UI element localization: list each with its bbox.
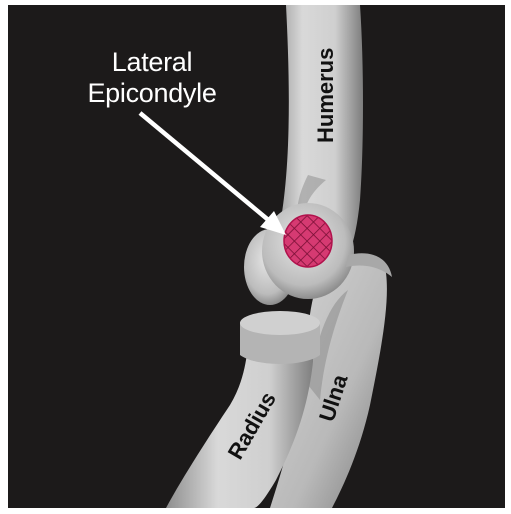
lateral-epicondyle-callout: Lateral Epicondyle [62, 47, 242, 109]
elbow-illustration: Humerus Ulna Radius Lateral Epicondyle [8, 5, 505, 508]
callout-arrow-line [140, 113, 272, 223]
callout-line-2: Epicondyle [62, 78, 242, 109]
radial-head-top [240, 311, 320, 335]
callout-line-1: Lateral [62, 47, 242, 78]
lateral-epicondyle-highlight [284, 215, 332, 267]
humerus-label: Humerus [313, 48, 338, 143]
